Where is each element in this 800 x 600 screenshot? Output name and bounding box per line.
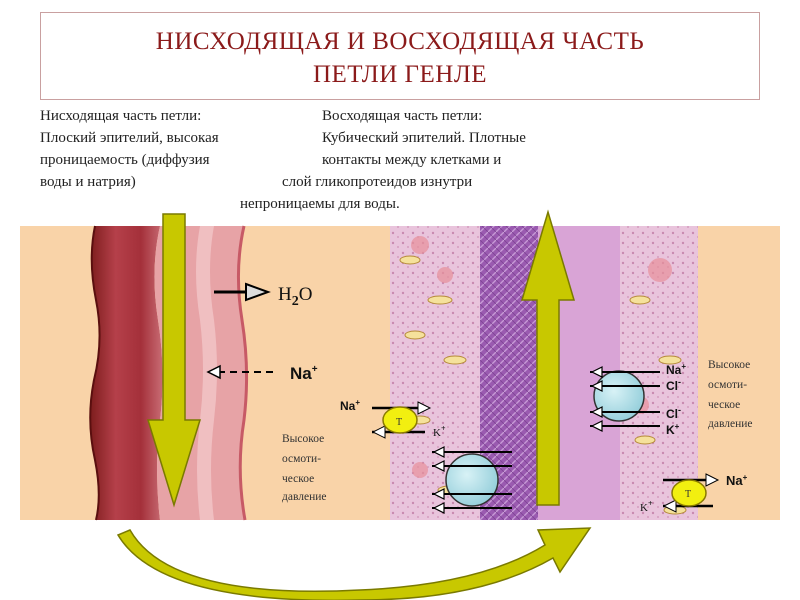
na-k-pump-left: T Na+ K+: [340, 398, 446, 439]
ascending-line-1: Кубический эпителий. Плотные: [322, 130, 526, 146]
ascending-line-4: непроницаемы для воды.: [240, 196, 400, 212]
sodium-influx: Na+: [206, 364, 318, 383]
ascending-flow-arrow: [520, 209, 576, 506]
svg-text:K+: K+: [666, 422, 680, 437]
cotransporter-channel-left: [432, 446, 512, 514]
svg-text:Cl-: Cl-: [666, 405, 681, 421]
descending-line-3: воды и натрия): [40, 174, 136, 190]
descending-line-2: проницаемость (диффузия: [40, 152, 210, 168]
svg-text:Na+: Na+: [666, 362, 686, 377]
ascending-line-2: контакты между клетками и: [322, 152, 502, 168]
ascending-heading: Восходящая часть петли:: [322, 108, 483, 124]
svg-text:H2O: H2O: [278, 284, 312, 309]
osmotic-pressure-left: Высокое осмоти- ческое давление: [282, 433, 327, 503]
ascending-line-3: слой гликопротеидов изнутри: [282, 174, 473, 190]
na-k-pump-right: T Na+ K+: [640, 473, 748, 514]
water-efflux: H2O: [214, 282, 312, 309]
osmotic-pressure-right: Высокое осмоти- ческое давление: [708, 359, 753, 430]
descending-flow-arrow: [146, 213, 202, 508]
svg-text:Cl-: Cl-: [666, 377, 681, 393]
svg-text:K+: K+: [433, 424, 446, 439]
svg-text:Na+: Na+: [290, 364, 318, 383]
svg-text:T: T: [396, 417, 402, 428]
svg-text:K+: K+: [640, 499, 653, 514]
cotransporter-channel-right: Na+ Cl- Cl- K+: [590, 362, 686, 437]
descending-heading: Нисходящая часть петли:: [40, 108, 202, 124]
title-line-1: НИСХОДЯЩАЯ И ВОСХОДЯЩАЯ ЧАСТЬ: [155, 28, 645, 55]
svg-text:Na+: Na+: [340, 398, 360, 413]
descending-line-1: Плоский эпителий, высокая: [40, 130, 219, 146]
title-line-2: ПЕТЛИ ГЕНЛЕ: [312, 61, 488, 88]
svg-text:Na+: Na+: [726, 473, 748, 488]
bend-flow-arrow: [116, 527, 592, 600]
svg-text:T: T: [685, 489, 691, 500]
title-box: НИСХОДЯЩАЯ И ВОСХОДЯЩАЯ ЧАСТЬ ПЕТЛИ ГЕНЛ…: [40, 12, 760, 100]
